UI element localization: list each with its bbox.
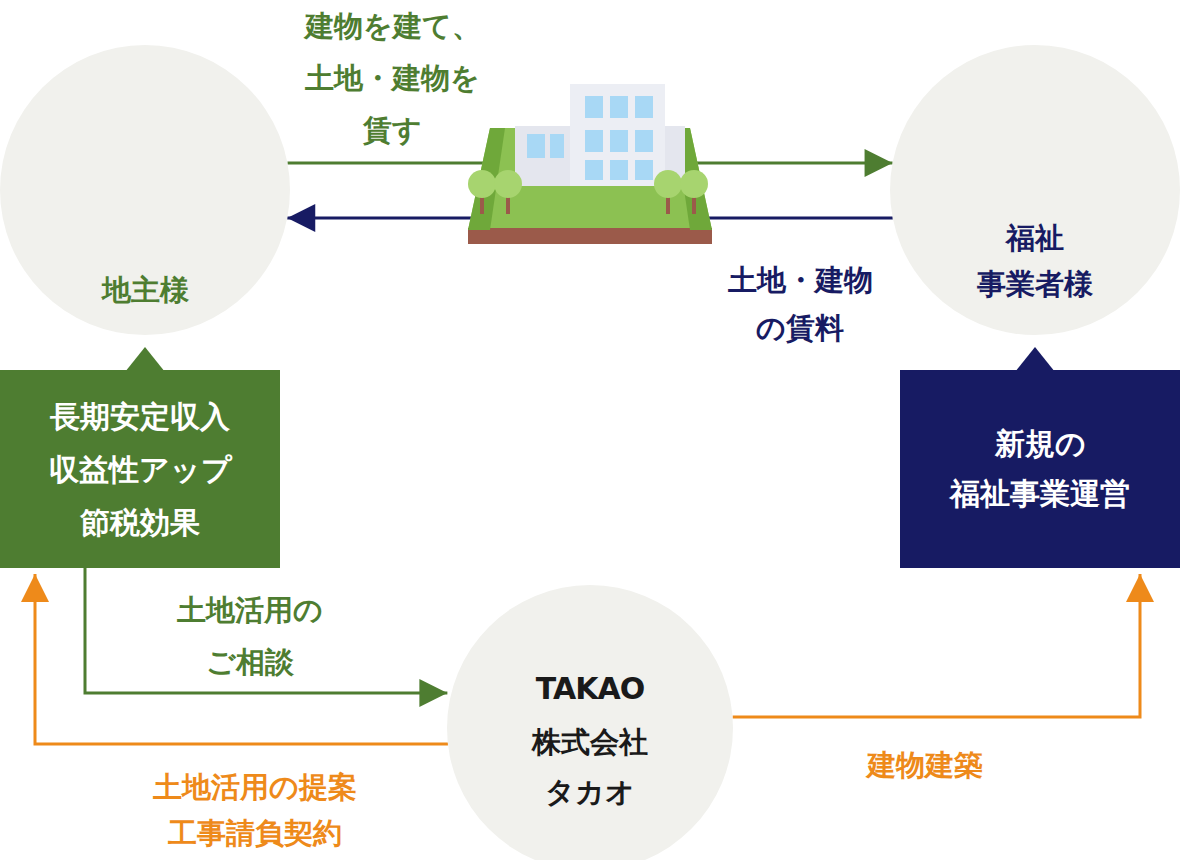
edge-label: 土地活用の提案 工事請負契約 [135,764,375,856]
operation-box: 新規の 福祉事業運営 [900,370,1180,568]
flow-arrow [85,568,447,693]
node-label: TAKAO [490,671,690,707]
node-sublabel: 株式会社 タカオ [505,717,675,817]
flow-arrow [35,574,448,744]
edge-label: 建物建築 [820,740,1030,790]
circle-outline [447,585,733,860]
edge-label: 建物を建て、 土地・建物を 賃す [295,0,490,156]
landowner-circle: 地主様 [0,45,290,335]
node-label: 地主様 [45,267,245,313]
edge-label: 土地活用の ご相談 [150,584,350,688]
callout-pointer [1015,347,1055,372]
flow-arrow [733,574,1140,717]
building-illustration [468,84,712,244]
company-circle: TAKAO 株式会社 タカオ [447,585,733,860]
node-label: 長期安定収入 収益性アップ 節税効果 [10,390,270,549]
edge-label: 土地・建物 の賃料 [705,256,895,352]
circle-fill [0,45,290,335]
circle-fill [890,45,1180,335]
benefit-box: 長期安定収入 収益性アップ 節税効果 [0,370,280,568]
node-label: 福祉 事業者様 [950,215,1120,307]
circle-fill [447,585,733,860]
callout-pointer [125,347,165,372]
welfare-operator-circle: 福祉 事業者様 [890,45,1180,335]
node-label: 新規の 福祉事業運営 [910,419,1170,519]
